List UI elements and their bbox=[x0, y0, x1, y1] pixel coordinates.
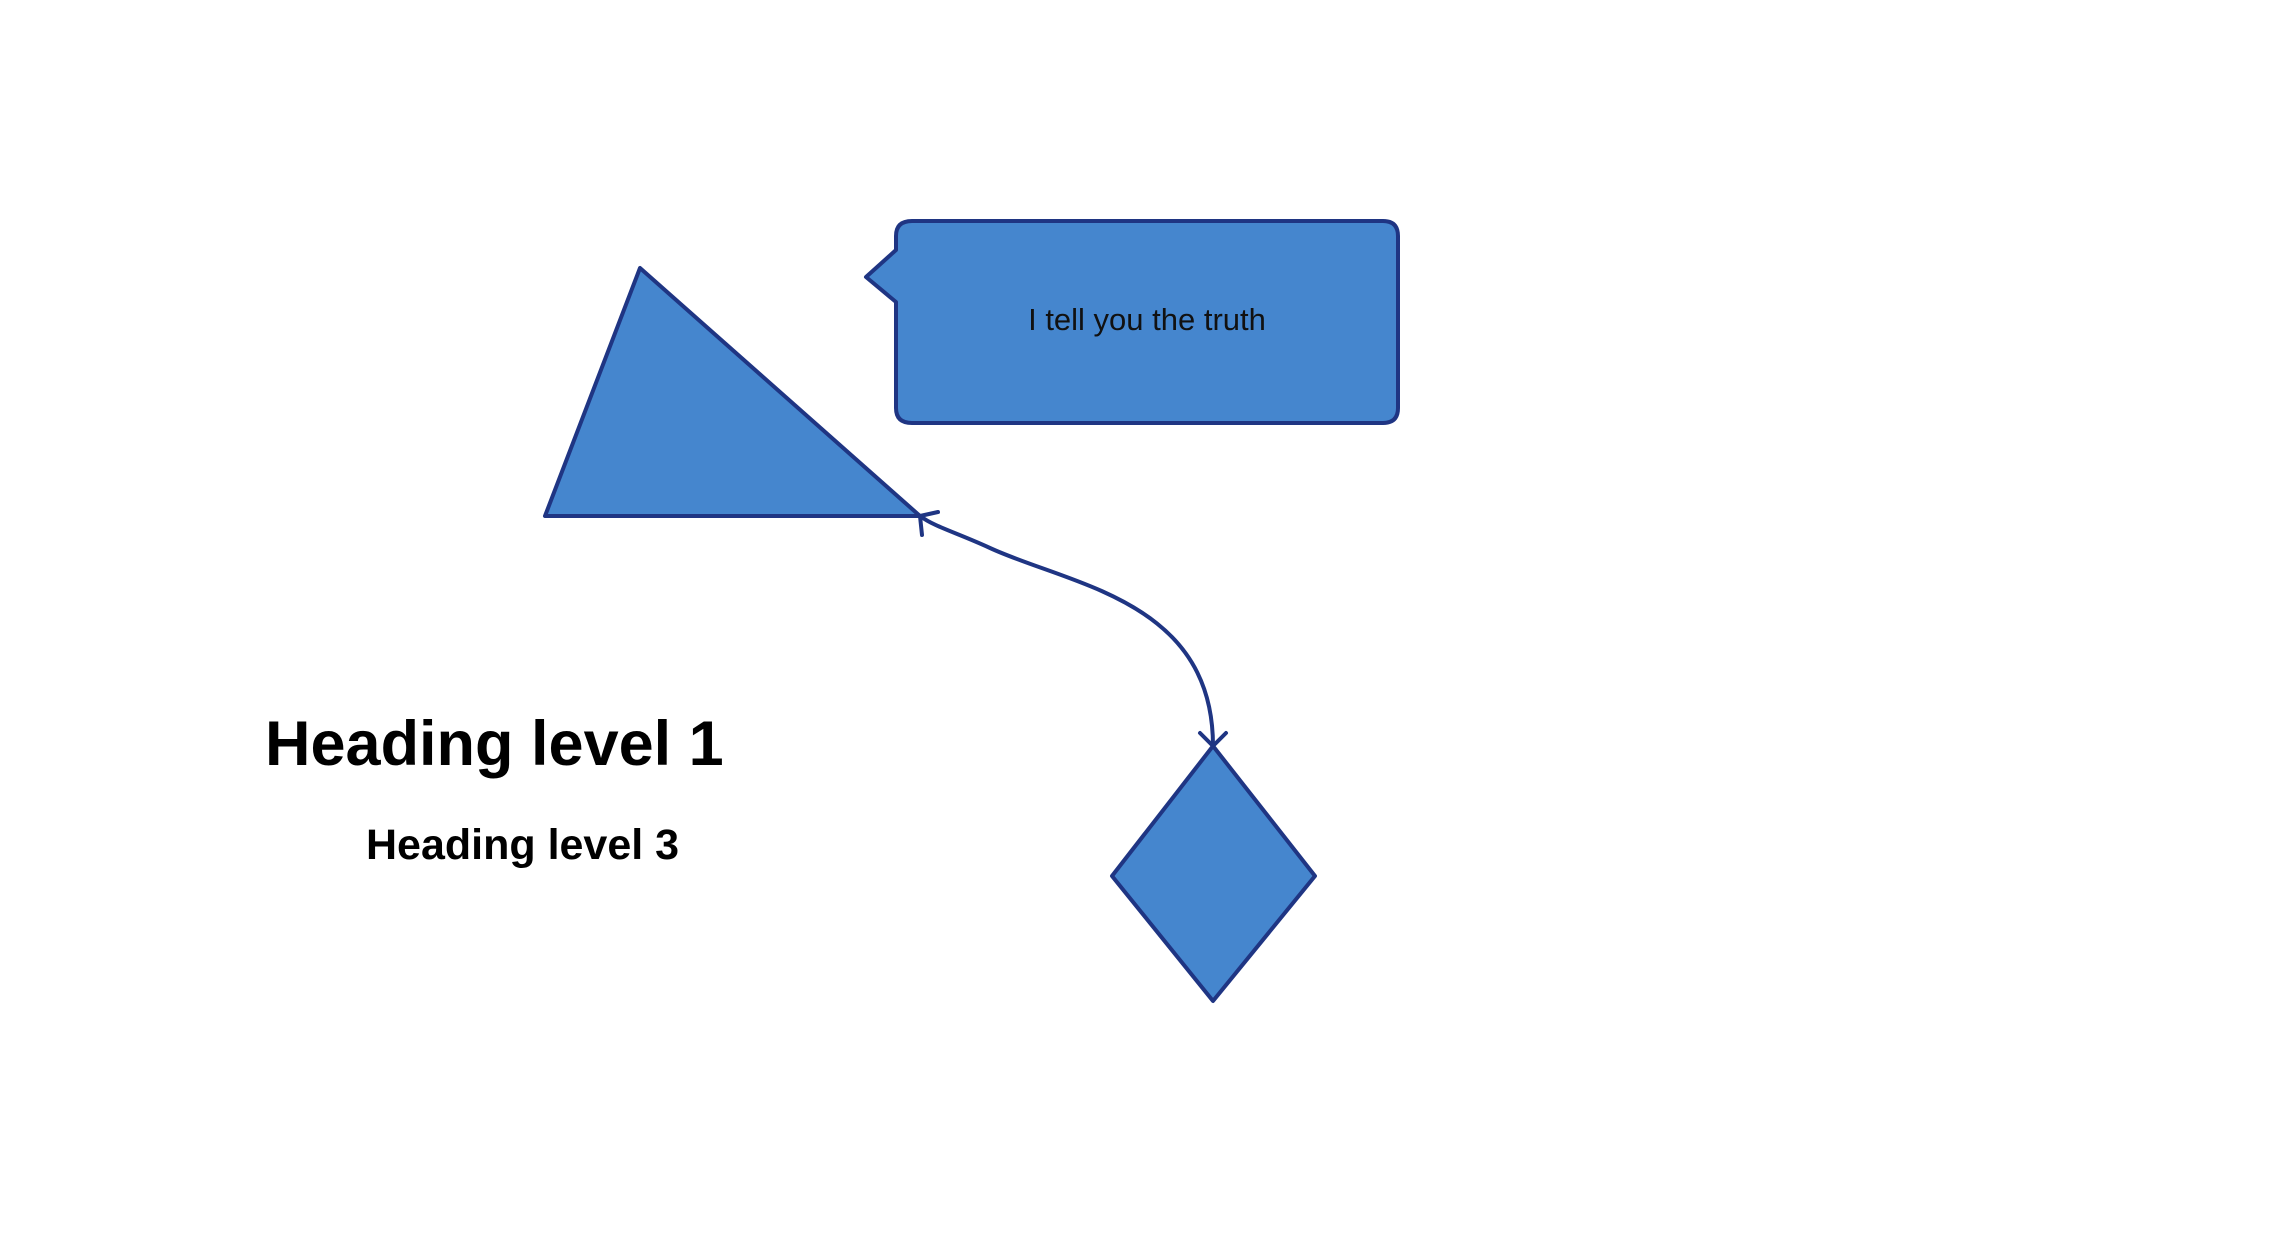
triangle-shape[interactable] bbox=[543, 266, 922, 518]
heading-level-1: Heading level 1 bbox=[265, 709, 724, 779]
speech-callout-shape[interactable] bbox=[864, 219, 1400, 425]
connector-end-marker-diamond bbox=[1198, 731, 1228, 748]
heading-level-3: Heading level 3 bbox=[366, 821, 680, 869]
curved-connector-line[interactable] bbox=[918, 514, 1215, 748]
connector-end-marker-triangle bbox=[918, 510, 940, 537]
diamond-shape[interactable] bbox=[1110, 744, 1317, 1003]
callout-text: I tell you the truth bbox=[1028, 302, 1266, 337]
